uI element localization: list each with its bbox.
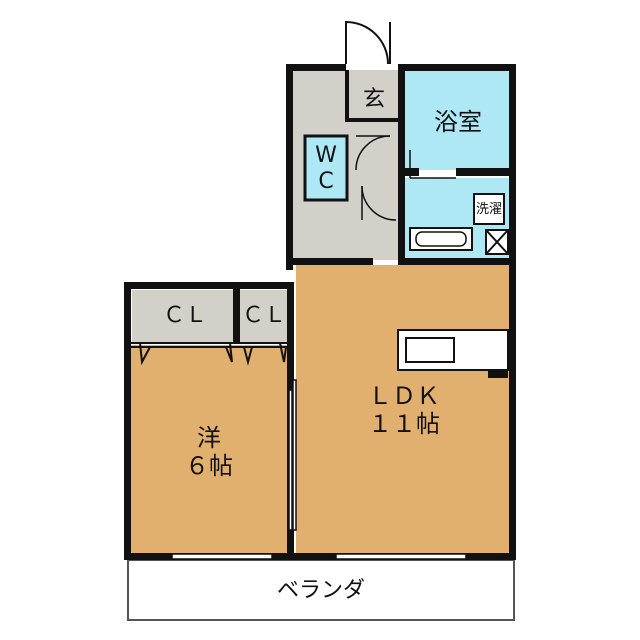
windows [171,553,467,560]
kitchen-counter-icon [397,329,509,378]
bath-door-icon [409,150,456,179]
closet-right-label: ＣＬ [242,303,286,328]
laundry-label: 洗濯 [476,202,502,217]
laundry-space [473,193,505,225]
western-room-floor [128,345,290,555]
wc-label-w: W [315,143,337,168]
closet-doors [131,342,290,366]
hall-door-swing-icon [361,185,397,221]
closet-left-floor [132,290,234,342]
sliding-partition [288,379,297,531]
entrance-label: 玄 [363,87,385,112]
closet-right-floor [240,290,290,342]
western-label-line2: ６帖 [185,452,233,480]
washbasin-icon [409,227,473,251]
bath-label: 浴室 [434,108,482,136]
ldk-label-line1: ＬＤＫ [368,382,440,410]
western-label-line1: 洋 [197,424,221,452]
door-swing-icon [345,20,391,65]
balcony-label: ベランダ [277,578,365,603]
ldk-label-line2: １１帖 [368,410,440,438]
pipe-shaft-icon [485,229,509,255]
wc-label-c: C [318,169,333,194]
bath-floor [405,70,510,170]
balcony-area [127,559,515,621]
closet-left-label: ＣＬ [163,303,207,328]
wc-door-swing-icon [355,135,391,171]
ldk-floor [296,265,512,555]
wc-floor [303,134,349,202]
